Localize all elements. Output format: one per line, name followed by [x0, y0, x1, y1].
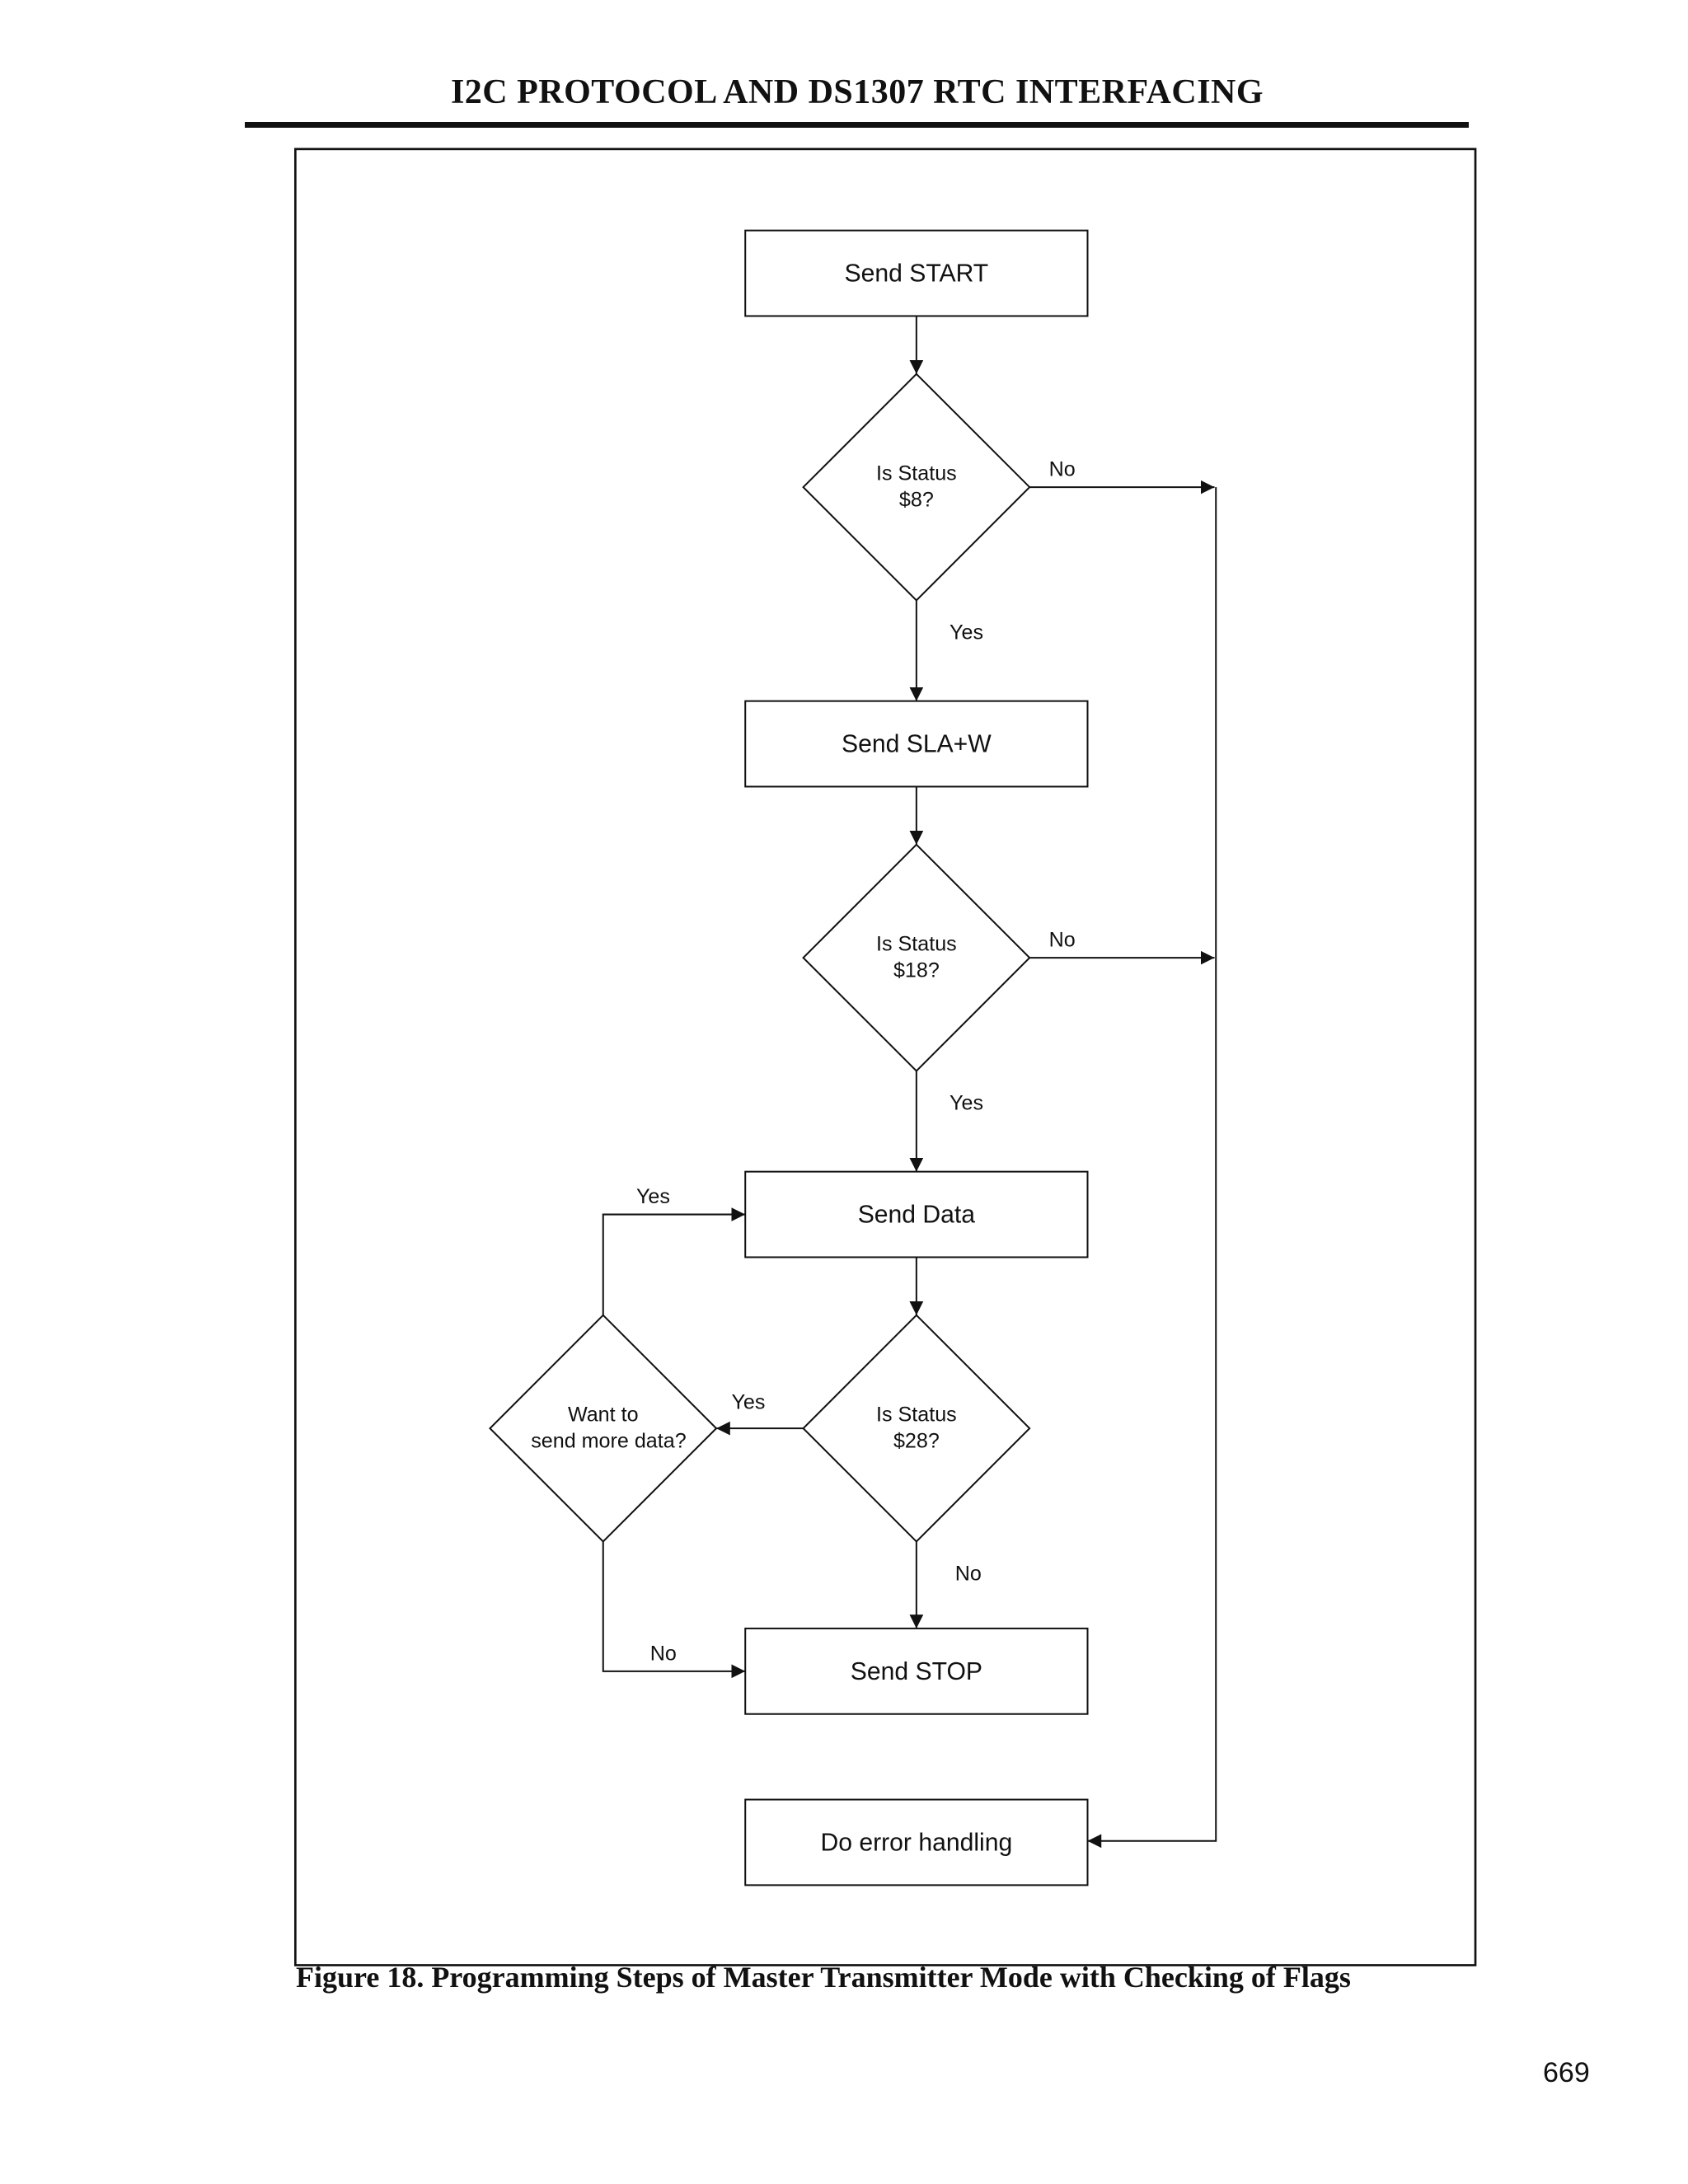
error-handling-box: Do error handling	[744, 1798, 1089, 1886]
status-18-decision: Is Status $18?	[802, 843, 1031, 1072]
figure-caption: Figure 18. Programming Steps of Master T…	[296, 1961, 1351, 1994]
svg-text:Is Status: Is Status	[876, 1404, 957, 1427]
label-status8-no: No	[1049, 458, 1076, 481]
header-rule	[245, 122, 1469, 128]
svg-text:$18?: $18?	[893, 959, 940, 982]
svg-text:$8?: $8?	[899, 489, 934, 512]
arrow-more-data-no	[602, 1541, 746, 1679]
arrow-more-data-yes	[602, 1207, 746, 1315]
label-status18-no: No	[1049, 929, 1076, 952]
svg-text:Send SLA+W: Send SLA+W	[842, 731, 992, 758]
send-start-box: Send START	[744, 229, 1089, 317]
label-status28-yes: Yes	[731, 1391, 765, 1414]
page-number: 669	[1543, 2057, 1590, 2088]
status-8-decision: Is Status $8?	[802, 373, 1031, 602]
svg-text:Send Data: Send Data	[858, 1202, 976, 1229]
error-return-line	[1087, 487, 1217, 1849]
send-sla-w-box: Send SLA+W	[744, 700, 1089, 788]
label-more-data-yes: Yes	[636, 1185, 670, 1208]
send-data-box: Send Data	[744, 1170, 1089, 1258]
figure-border	[294, 148, 1477, 1966]
label-status8-yes: Yes	[950, 621, 983, 644]
send-stop-box: Send STOP	[744, 1627, 1089, 1715]
svg-text:Send START: Send START	[845, 260, 989, 288]
running-header: I2C PROTOCOL AND DS1307 RTC INTERFACING	[450, 73, 1264, 111]
label-status18-yes: Yes	[950, 1091, 983, 1114]
more-data-decision: Want to send more data?	[489, 1314, 718, 1543]
label-more-data-no: No	[650, 1642, 677, 1665]
svg-text:Is Status: Is Status	[876, 462, 957, 485]
status-28-decision: Is Status $28?	[802, 1314, 1031, 1543]
svg-text:Send STOP: Send STOP	[851, 1658, 982, 1685]
svg-text:$28?: $28?	[893, 1430, 940, 1453]
label-status28-no: No	[955, 1562, 982, 1585]
svg-text:Is Status: Is Status	[876, 933, 957, 956]
svg-text:Do error handling: Do error handling	[820, 1830, 1012, 1857]
svg-text:send more data?: send more data?	[531, 1430, 686, 1453]
svg-text:Want to: Want to	[568, 1404, 639, 1427]
